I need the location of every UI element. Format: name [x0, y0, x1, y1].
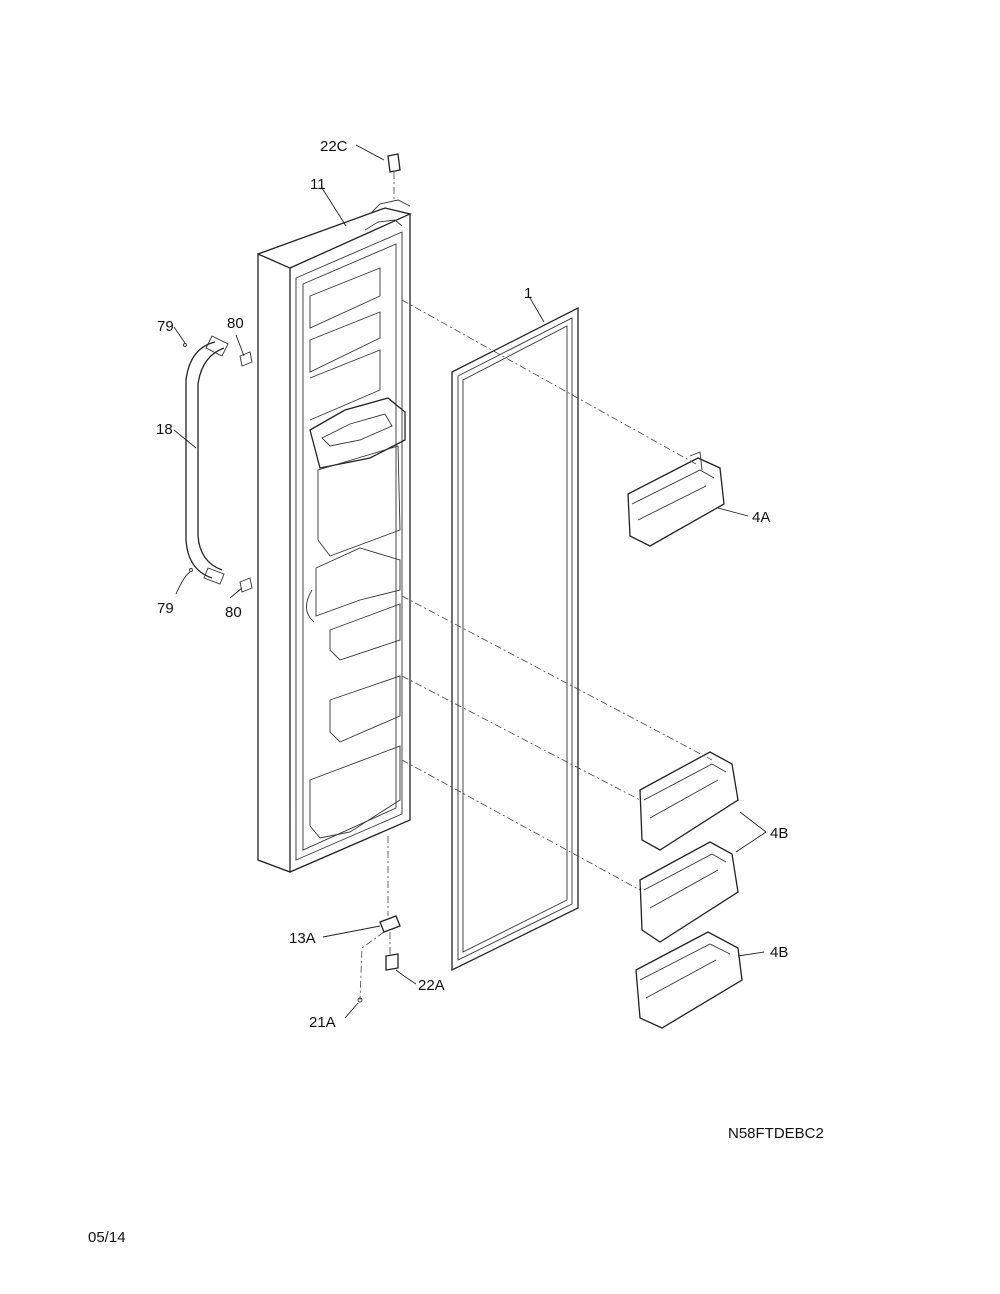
- handle-part-18: [185, 335, 229, 585]
- callout-18: 18: [156, 421, 173, 438]
- callout-80-lower: 80: [225, 604, 242, 621]
- callout-79-lower: 79: [157, 600, 174, 617]
- callout-21a: 21A: [309, 1014, 336, 1031]
- hinge-pin-part-22c: [387, 153, 401, 200]
- callout-13a: 13A: [289, 930, 316, 947]
- spacer-part-80-upper: [239, 351, 253, 367]
- callout-11: 11: [310, 176, 326, 193]
- door-bin-part-4b-3: [635, 931, 743, 1029]
- date-code: 05/14: [88, 1229, 126, 1246]
- screw-part-21a: [357, 931, 385, 1003]
- callout-4a: 4A: [752, 509, 770, 526]
- callout-80-upper: 80: [227, 315, 244, 332]
- door-panel-part-11: [257, 199, 413, 873]
- callout-4b-lower: 4B: [770, 944, 788, 961]
- callout-4b-upper: 4B: [770, 825, 788, 842]
- callout-22a: 22A: [418, 977, 445, 994]
- door-bin-part-4b-1: [639, 751, 739, 851]
- door-bin-part-4b-2: [639, 841, 739, 943]
- callout-79-upper: 79: [157, 318, 174, 335]
- hinge-part-13a: [379, 836, 401, 933]
- gasket-part-1: [451, 306, 579, 972]
- screw-part-79-lower: [189, 568, 193, 572]
- spacer-part-80-lower: [239, 577, 253, 593]
- screw-part-79-upper: [183, 343, 187, 347]
- callout-22c: 22C: [320, 138, 348, 155]
- model-number: N58FTDEBC2: [728, 1125, 824, 1142]
- callout-1: 1: [524, 285, 532, 302]
- alignment-lines: [401, 299, 713, 891]
- door-bin-part-4a: [627, 451, 725, 547]
- hinge-pin-part-22a: [385, 932, 399, 971]
- leader-lines: [173, 144, 767, 1019]
